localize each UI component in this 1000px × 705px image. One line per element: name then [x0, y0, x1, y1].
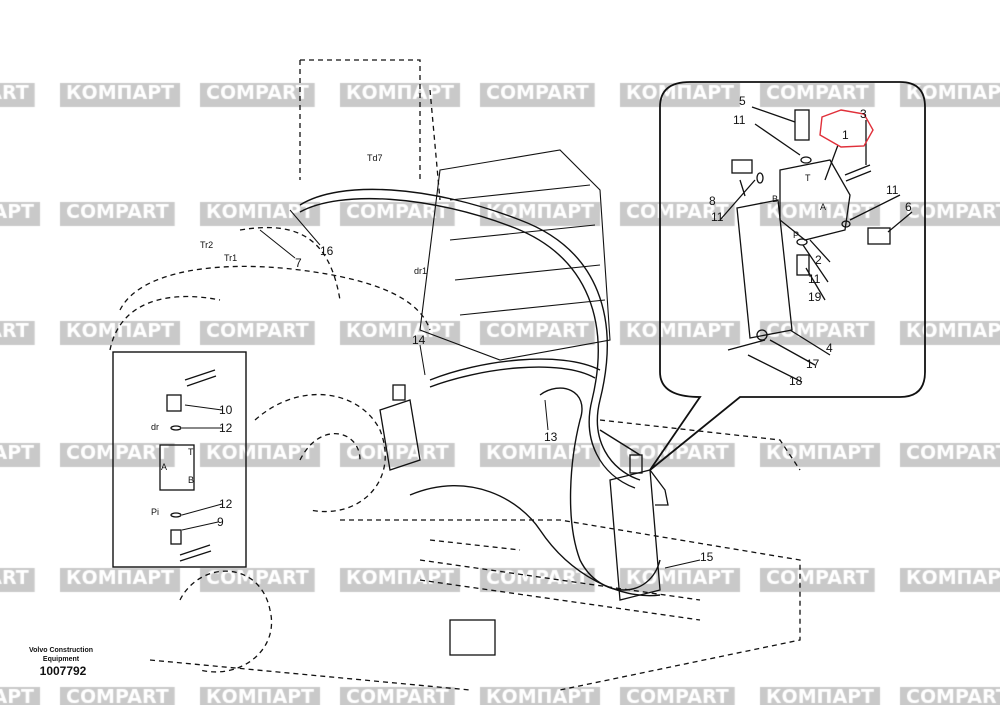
credit-line-2: Equipment	[42, 656, 80, 663]
credit-text: Volvo Construction Equipment	[22, 646, 100, 664]
part-label-13[interactable]: 13	[544, 430, 558, 444]
port-label-t: T	[188, 447, 194, 457]
part-label-11[interactable]: 11	[711, 210, 724, 224]
hoses	[299, 188, 661, 597]
port-label-p: P	[793, 230, 800, 240]
part-label-16[interactable]: 16	[320, 244, 334, 258]
port-label-pi: Pi	[151, 507, 160, 517]
part-label-11[interactable]: 11	[808, 272, 821, 286]
part-label-12[interactable]: 12	[219, 421, 233, 435]
small-block	[449, 619, 496, 656]
port-label-a: A	[161, 462, 168, 472]
part-label-5[interactable]: 5	[739, 94, 746, 108]
part-label-15[interactable]: 15	[700, 550, 714, 564]
port-label-t: T	[805, 173, 811, 183]
solenoid-valve-assembly	[609, 454, 669, 601]
leader-lines	[181, 209, 701, 569]
credit-line-1: Volvo Construction	[28, 647, 94, 654]
part-label-10[interactable]: 10	[219, 403, 233, 417]
part-label-7[interactable]: 7	[295, 256, 302, 270]
port-label-dr: dr	[151, 422, 160, 432]
part-label-3[interactable]: 3	[860, 107, 867, 121]
highlight-hexagon	[819, 109, 874, 148]
part-label-12[interactable]: 12	[219, 497, 233, 511]
part-label-19[interactable]: 19	[808, 290, 822, 304]
left-valve	[379, 384, 421, 471]
part-label-1[interactable]: 1	[842, 128, 849, 142]
part-label-6[interactable]: 6	[905, 200, 912, 214]
diagram-number: 1007792	[39, 664, 87, 678]
port-label-a: A	[820, 202, 827, 212]
left-inset-parts	[159, 369, 217, 562]
part-label-4[interactable]: 4	[826, 341, 833, 355]
port-label-dr1: dr1	[414, 266, 428, 276]
port-label-td7: Td7	[367, 153, 383, 163]
right-inset-parts	[719, 106, 913, 383]
part-label-14[interactable]: 14	[412, 333, 426, 347]
port-label-tr2: Tr2	[200, 240, 214, 250]
left-inset-frame	[112, 351, 247, 568]
right-inset-frame	[649, 81, 926, 471]
port-label-tr1: Tr1	[224, 253, 238, 263]
port-label-b: B	[188, 475, 195, 485]
part-label-9[interactable]: 9	[217, 515, 224, 529]
part-label-2[interactable]: 2	[815, 253, 822, 267]
machine-frame	[109, 59, 801, 691]
part-label-17[interactable]: 17	[806, 357, 820, 371]
part-label-11[interactable]: 11	[886, 183, 899, 197]
part-label-18[interactable]: 18	[789, 374, 803, 388]
port-label-b: B	[772, 194, 779, 204]
control-valve	[419, 149, 611, 361]
part-label-11[interactable]: 11	[733, 113, 746, 127]
part-label-8[interactable]: 8	[709, 194, 716, 208]
